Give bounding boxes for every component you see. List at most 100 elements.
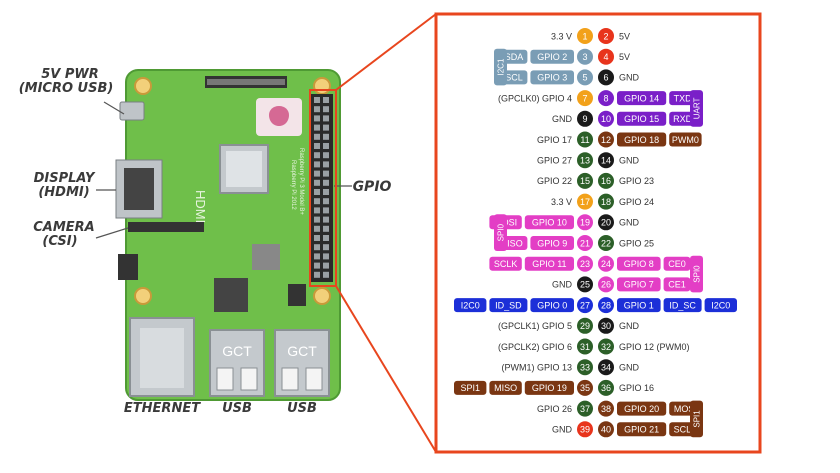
pin-label: GPIO 27 — [537, 156, 572, 166]
pin-function-text: SCLK — [494, 259, 518, 269]
pin-label: 3.3 V — [551, 31, 572, 41]
pin-function-text: GPIO 10 — [532, 218, 567, 228]
board-header-pin — [323, 207, 329, 214]
group-tag-label: SPI0 — [497, 223, 506, 241]
pin-label: (GPCLK2) GPIO 6 — [498, 342, 572, 352]
pin-function-text: GPIO 7 — [624, 280, 654, 290]
pin-number: 8 — [603, 93, 608, 103]
pin-24-icon — [598, 255, 614, 272]
pin-32-icon — [598, 338, 614, 355]
pin-35-icon — [577, 379, 593, 396]
pin-30-icon — [598, 317, 614, 334]
board-header-pin — [323, 106, 329, 113]
group-tag: SPI0 — [690, 255, 703, 293]
pin-function-text: I2C0 — [711, 300, 730, 310]
lan-chip — [214, 278, 248, 312]
group-tag-label: UART — [693, 98, 702, 120]
camera-connector — [128, 222, 204, 232]
display-sub-label: (HDMI) — [38, 185, 89, 200]
pin-number: 17 — [580, 197, 590, 207]
board-header-pin — [323, 179, 329, 186]
pin-27-icon — [577, 297, 593, 314]
pin-function-text: GPIO 14 — [624, 93, 659, 103]
group-tag-label: SPI1 — [693, 410, 702, 428]
display-label: DISPLAY — [34, 171, 96, 186]
pin-40-icon — [598, 421, 614, 438]
pin-label: GPIO 17 — [537, 135, 572, 145]
board-header-pin — [323, 198, 329, 205]
board-header-pin — [314, 124, 320, 131]
pin-function-badge: GPIO 2 — [530, 49, 574, 64]
board-header-pin — [314, 244, 320, 251]
pin-function-badge: GPIO 9 — [530, 236, 574, 250]
pin-function-badge: GPIO 8 — [617, 256, 661, 271]
pin-number: 20 — [601, 218, 611, 228]
usb-port-logo-left: GCT — [222, 343, 252, 359]
pin-function-badge: GPIO 15 — [617, 111, 667, 126]
pin-28-icon — [598, 297, 614, 314]
pin-number: 6 — [603, 73, 608, 83]
poe-header — [288, 284, 306, 306]
pinout-frame — [434, 12, 762, 454]
raspberry-logo-icon — [269, 106, 289, 126]
pin-2-icon — [598, 28, 614, 44]
hdmi-board-text: HDMI — [193, 190, 208, 223]
pin-function-badge: GPIO 18 — [617, 132, 667, 147]
pin-function-text: SPI1 — [460, 383, 480, 393]
pin-16-icon — [598, 172, 614, 189]
micro-usb-port — [119, 101, 145, 121]
pin-function-badge: GPIO 10 — [524, 215, 574, 230]
pin-function-badge: I2C0 — [454, 298, 487, 313]
pin-number: 14 — [601, 156, 611, 166]
board-header-pin — [314, 106, 320, 113]
pin-34-icon — [598, 359, 614, 376]
board-header-pin — [314, 225, 320, 232]
pin-label: GPIO 24 — [619, 197, 654, 207]
mount-hole-icon — [134, 77, 152, 95]
pin-36-icon — [598, 379, 614, 396]
pin-number: 33 — [580, 363, 590, 373]
pin-function-text: GPIO 21 — [624, 425, 659, 435]
pin-function-text: GPIO 18 — [624, 135, 659, 145]
pin-number: 19 — [580, 218, 590, 228]
camera-label: CAMERA — [33, 220, 95, 235]
board-header-pin — [323, 170, 329, 177]
pin-function-badge: SCL — [500, 70, 528, 85]
pin-label: (GPCLK0) GPIO 4 — [498, 93, 572, 103]
pin-number: 23 — [580, 259, 590, 269]
pin-8-icon — [598, 90, 614, 107]
pin-function-badge: GPIO 7 — [617, 277, 661, 292]
board-copyright-text: Raspberry Pi 2012 — [290, 160, 296, 210]
zoom-connector-lines — [309, 13, 437, 453]
board-header-pin — [323, 216, 329, 223]
label-leaders — [95, 101, 352, 239]
pin-number: 37 — [580, 404, 590, 414]
pin-function-text: GPIO 0 — [537, 300, 567, 310]
board-shade — [125, 69, 341, 401]
pin-function-text: GPIO 2 — [537, 52, 567, 62]
pin-function-badge: GPIO 11 — [524, 256, 574, 271]
pin-label: GPIO 22 — [537, 176, 572, 186]
board-header-pin — [323, 235, 329, 241]
pin-label: GND — [552, 114, 573, 124]
pin-function-badge: MISO — [489, 380, 522, 395]
pin-label: GPIO 25 — [619, 238, 654, 248]
pin-1-icon — [577, 28, 593, 44]
pin-label: GPIO 26 — [537, 404, 572, 414]
board-header-pin — [314, 271, 320, 278]
pin-number: 7 — [582, 93, 587, 103]
pin-number: 32 — [601, 342, 611, 352]
pin-function-badge: SDA — [500, 49, 528, 64]
pin-number: 2 — [603, 31, 608, 41]
pin-label: 5V — [619, 52, 630, 62]
pin-number: 36 — [601, 383, 611, 393]
pin-function-badge: TXD — [669, 91, 696, 106]
board-header-pin — [314, 235, 320, 241]
pin-function-text: MOSI — [674, 404, 697, 414]
pin-23-icon — [577, 255, 593, 272]
pin-label: GPIO 23 — [619, 176, 654, 186]
pin-label: 5V — [619, 31, 630, 41]
board-header-pin — [314, 216, 320, 223]
group-tag: SPI1 — [690, 400, 703, 438]
pin-29-icon — [577, 317, 593, 334]
